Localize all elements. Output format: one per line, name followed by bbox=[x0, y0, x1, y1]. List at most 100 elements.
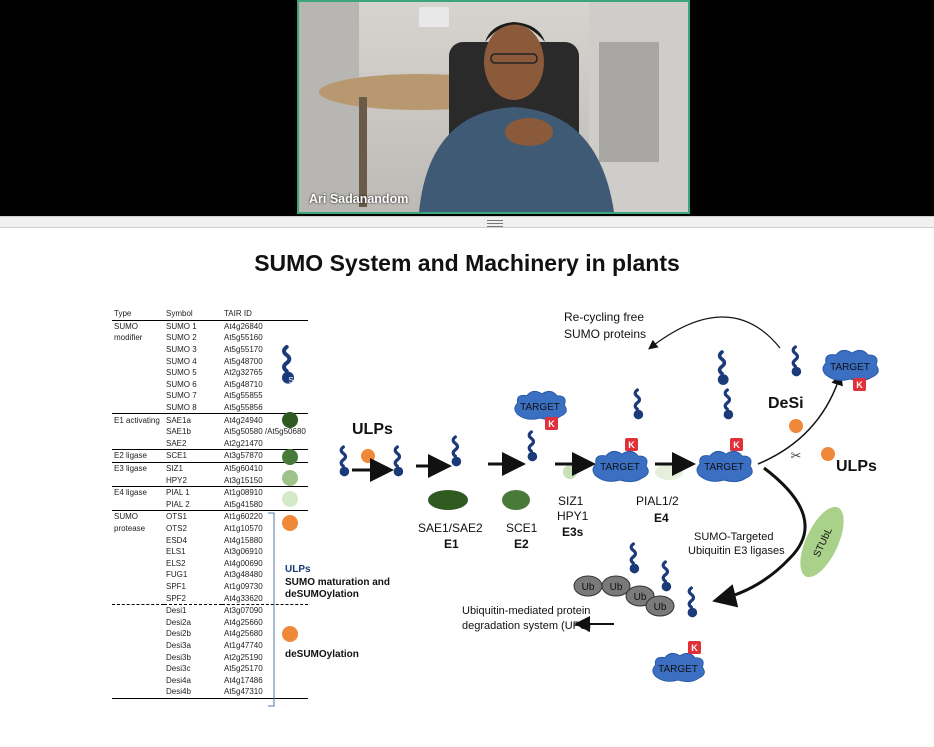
e2-label: E2 bbox=[514, 537, 529, 551]
symbol-cell: SUMO 6 bbox=[166, 379, 197, 389]
sumo-on-target-icon bbox=[631, 388, 646, 422]
tair-id-cell: At3g15150 bbox=[224, 475, 263, 485]
tair-id-cell: At5g55855 bbox=[224, 391, 263, 401]
symbol-cell: FUG1 bbox=[166, 570, 188, 580]
ulps-bracket bbox=[268, 512, 275, 707]
symbol-cell: ESD4 bbox=[166, 535, 187, 545]
symbol-cell: OTS1 bbox=[164, 510, 222, 523]
symbol-cell: Desi2a bbox=[166, 617, 191, 627]
symbol-cell: SIZ1 bbox=[164, 461, 222, 475]
tair-id-cell: At2g25190 bbox=[224, 652, 263, 662]
e1-sumo-icon bbox=[449, 435, 464, 469]
pial-label: PIAL1/2 bbox=[636, 494, 679, 508]
ub-icon bbox=[645, 595, 675, 617]
tair-id-cell: At5g55856 bbox=[224, 403, 263, 413]
ulp-icon bbox=[361, 449, 375, 463]
table-row: Desi2a At4g25660 bbox=[112, 616, 308, 628]
symbol-cell: SPF2 bbox=[166, 593, 187, 603]
sumo-chain-icon bbox=[685, 586, 700, 620]
type-cell: E3 ligase bbox=[112, 461, 164, 475]
tair-id-cell: At4g26840 bbox=[224, 321, 263, 331]
e4-label: E4 bbox=[654, 511, 669, 525]
desi-label: DeSi bbox=[768, 395, 804, 412]
table-header: TAIR ID bbox=[222, 308, 308, 321]
lysine-label: K bbox=[548, 419, 555, 429]
e2-legend-icon bbox=[282, 449, 298, 465]
symbol-cell: Desi4a bbox=[166, 675, 191, 685]
tair-id-cell: At5g55170 bbox=[224, 345, 263, 355]
symbol-cell: ELS1 bbox=[166, 547, 186, 557]
symbol-cell: SPF1 bbox=[166, 581, 187, 591]
sumo-pathway-diagram: S TARGET K TARGET K TA bbox=[268, 316, 879, 707]
resize-grip-icon[interactable] bbox=[487, 220, 503, 229]
sae-icon bbox=[428, 490, 468, 510]
desi-icon bbox=[789, 419, 803, 433]
recycle-label-line2: SUMO proteins bbox=[564, 327, 647, 341]
target-label: TARGET bbox=[658, 664, 698, 675]
tair-id-cell: At2g32765 bbox=[224, 368, 263, 378]
ulps-bracket-line2: SUMO maturation and bbox=[285, 577, 391, 588]
video-strip: Ari Sadanandom bbox=[0, 0, 934, 216]
type-cell: SUMO bbox=[112, 510, 164, 523]
ups-label-line2: degradation system (UPS) bbox=[462, 620, 591, 632]
tair-id-cell: At4g00690 bbox=[224, 558, 263, 568]
tair-id-cell: At3g48480 bbox=[224, 570, 263, 580]
tair-id-cell: At5g50580 /At5g50680 bbox=[224, 427, 306, 437]
desi-legend-icon bbox=[282, 626, 298, 642]
e3-legend-icon bbox=[282, 470, 298, 486]
type-cell: E1 activating bbox=[112, 413, 164, 426]
table-row: SAE1b At5g50580 /At5g50680 bbox=[112, 426, 308, 438]
panel-resize-divider[interactable] bbox=[0, 216, 934, 228]
tair-id-cell: At3g06910 bbox=[224, 547, 263, 557]
tair-id-cell: At4g25680 bbox=[224, 629, 263, 639]
symbol-cell: SUMO 8 bbox=[166, 403, 197, 413]
slide-title: SUMO System and Machinery in plants bbox=[254, 250, 680, 276]
e4-legend-icon bbox=[282, 491, 298, 507]
symbol-cell: OTS2 bbox=[166, 523, 187, 533]
siz1-label: SIZ1 bbox=[558, 494, 584, 508]
tair-id-cell: At5g41580 bbox=[224, 499, 263, 509]
tair-id-cell: At5g25170 bbox=[224, 664, 263, 674]
table-row: SUMO 5 At2g32765 bbox=[112, 367, 308, 379]
table-row: ELS2 At4g00690 bbox=[112, 557, 308, 569]
symbol-cell: SAE2 bbox=[166, 438, 187, 448]
e1-legend-icon bbox=[282, 412, 298, 428]
table-header: Symbol bbox=[164, 308, 222, 321]
symbol-cell: ELS2 bbox=[166, 558, 186, 568]
recycle-arrow bbox=[648, 316, 781, 350]
ub-icon bbox=[625, 585, 655, 607]
symbol-cell: SUMO 5 bbox=[166, 368, 197, 378]
e4-icon bbox=[655, 464, 683, 480]
sumo-chain-icon bbox=[659, 560, 674, 594]
participant-video-tile[interactable]: Ari Sadanandom bbox=[297, 0, 690, 214]
symbol-cell: SAE1b bbox=[166, 427, 191, 437]
table-row: SUMO 8 At5g55856 bbox=[112, 402, 308, 414]
type-cell bbox=[112, 603, 164, 617]
target-label: TARGET bbox=[830, 362, 870, 373]
target-label: TARGET bbox=[520, 402, 560, 413]
ub-label: Ub bbox=[634, 592, 647, 603]
tair-id-cell: At4g25660 bbox=[224, 617, 263, 627]
participant-name: Ari Sadanandom bbox=[309, 192, 409, 206]
type-cell: protease bbox=[114, 523, 146, 533]
target-label: TARGET bbox=[600, 462, 640, 473]
participant-video bbox=[299, 2, 688, 212]
ub-label: Ub bbox=[654, 602, 667, 613]
